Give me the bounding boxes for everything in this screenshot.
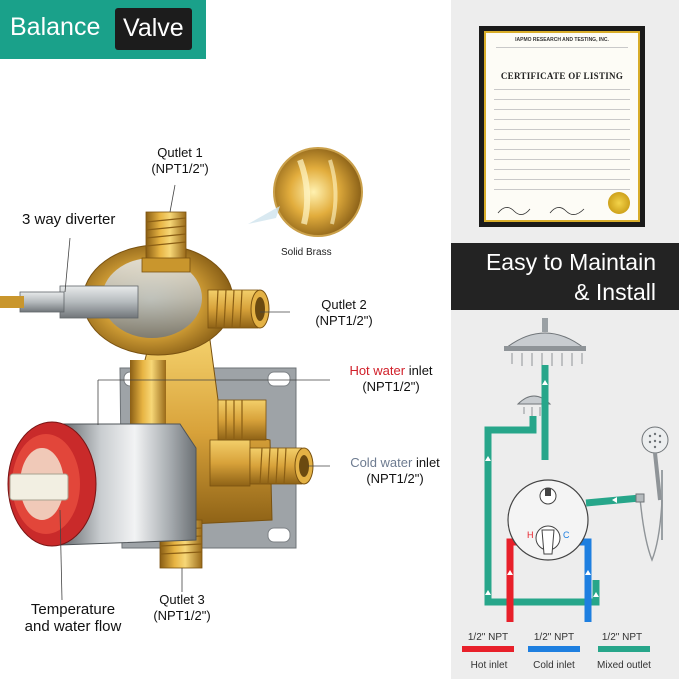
banner-line2: & Install [574,279,656,305]
legend-npt-mixed: 1/2" NPT [601,632,643,643]
rain-shower-plate [504,346,586,351]
temperature-line2: and water flow [24,618,122,635]
hot-suffix: inlet [405,363,433,378]
outlet1-label: Qutlet 1 (NPT1/2") [136,145,224,177]
cert-rule [496,47,628,48]
cert-line [494,99,630,100]
legend-swatch-cold [528,646,580,652]
plumbing-diagram: H C [484,318,669,622]
valve-trim-plate [507,479,589,561]
certificate-title: CERTIFICATE OF LISTING [500,71,624,81]
temperature-label: Temperature and water flow [10,601,136,635]
cold-inlet-name: Cold water inlet [336,455,454,471]
outlet3-name: Qutlet 3 [159,592,205,607]
flow-arrows [485,380,617,597]
cert-line [494,149,630,150]
badge-word-valve: Valve [115,8,192,50]
hot-inlet-spec: (NPT1/2") [362,379,420,394]
legend-swatch-hot [462,646,514,652]
badge-word-balance: Balance [10,13,101,41]
valve-illustration [0,147,363,601]
cold-word: Cold water [350,455,413,470]
certificate-paper: IAPMO RESEARCH AND TESTING, INC. CERTIFI… [484,31,640,222]
cert-line [494,109,630,110]
cold-suffix: inlet [412,455,440,470]
certificate-frame: IAPMO RESEARCH AND TESTING, INC. CERTIFI… [479,26,645,227]
banner-line1: Easy to Maintain [485,249,656,275]
outlet1-spec: (NPT1/2") [151,161,209,176]
legend-label-cold: Cold inlet [533,660,575,671]
legend-swatch-mixed [598,646,650,652]
gold-seal-icon [608,192,630,214]
legend-label-mixed: Mixed outlet [597,660,651,671]
legend-npt-cold: 1/2" NPT [533,632,575,643]
wall-outlet-icon [635,493,645,503]
cert-line [494,139,630,140]
signature-marks [497,207,585,215]
hot-inlet-label: Hot water inlet (NPT1/2") [336,363,446,395]
cert-line [494,119,630,120]
cert-line [494,169,630,170]
outlet3-spec: (NPT1/2") [153,608,211,623]
hot-word: Hot water [349,363,406,378]
cold-inlet-label: Cold water inlet (NPT1/2") [336,455,454,487]
maintain-banner: Easy to Maintain & Install [451,243,679,310]
temperature-lever-icon [541,529,555,555]
legend-label-hot: Hot inlet [470,660,508,671]
hand-shower-handle [653,452,662,501]
shower-arm [542,318,548,332]
hot-inlet-name: Hot water inlet [336,363,446,379]
cert-line [494,189,630,190]
rain-spray-icon [511,353,583,366]
outlet3-label: Qutlet 3 (NPT1/2") [138,592,226,624]
cold-inlet-pipe [570,538,592,622]
cert-line [494,89,630,90]
hand-shower-nozzles [648,432,662,449]
outlet1-name: Qutlet 1 [157,145,203,160]
outlet2-label: Qutlet 2 (NPT1/2") [296,297,392,329]
temperature-line1: Temperature [30,601,116,618]
solid-brass-caption: Solid Brass [281,247,332,258]
cold-inlet-spec: (NPT1/2") [366,471,424,486]
cert-line [494,179,630,180]
cold-marker: C [563,530,570,540]
certificate-org: IAPMO RESEARCH AND TESTING, INC. [515,37,609,43]
hot-marker: H [527,530,534,540]
outlet2-spec: (NPT1/2") [315,313,373,328]
hot-inlet-pipe [506,538,520,622]
cert-line [494,129,630,130]
diverter-knob-mark [545,488,551,496]
shower-hose-icon [639,497,663,562]
legend-npt-hot: 1/2" NPT [467,632,509,643]
cert-line [494,159,630,160]
diverter-label: 3 way diverter [22,211,116,228]
outlet2-name: Qutlet 2 [321,297,367,312]
rain-shower-head-icon [504,332,586,349]
